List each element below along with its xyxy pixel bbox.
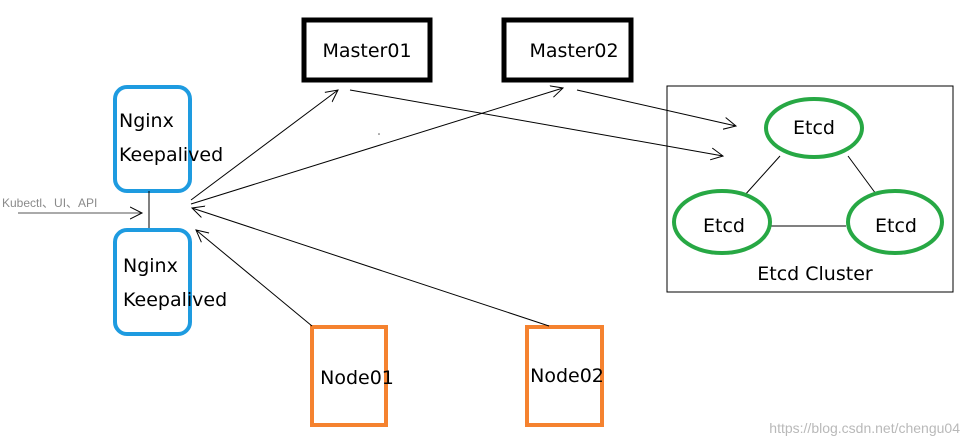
- lb-bottom-box: [113, 228, 192, 336]
- arrow-master01-to-etcd: [349, 89, 723, 156]
- master01-box: [301, 17, 433, 83]
- lb-top-line2: Keepalived: [119, 144, 223, 166]
- node01-label: Node01: [320, 367, 394, 389]
- etcd-node-top: [764, 97, 864, 159]
- lb-top-line1: Nginx: [119, 110, 174, 132]
- etcd-cluster-label: Etcd Cluster: [757, 263, 873, 285]
- lb-bottom-line2: Keepalived: [123, 289, 227, 311]
- arrow-node02-to-lb: [192, 208, 550, 327]
- lb-bottom-line1: Nginx: [123, 255, 178, 277]
- arrow-lb-to-master02: [190, 88, 563, 205]
- watermark-text: https://blog.csdn.net/chengu04: [769, 420, 960, 436]
- lb-top-box: [113, 85, 192, 193]
- entry-label: Kubectl、UI、API: [2, 196, 97, 210]
- master01-label: Master01: [322, 40, 411, 62]
- arrow-master02-to-etcd: [576, 89, 736, 126]
- etcd-top-label: Etcd: [793, 117, 835, 139]
- etcd-left-label: Etcd: [703, 215, 745, 237]
- arrow-lb-to-master01: [190, 90, 338, 201]
- master02-label: Master02: [529, 40, 618, 62]
- etcd-node-right: [846, 189, 944, 255]
- stray-dot: [378, 133, 380, 135]
- etcd-right-label: Etcd: [875, 215, 917, 237]
- node02-box: [525, 325, 604, 427]
- etcd-link-top-right: [847, 155, 877, 195]
- arrow-node01-to-lb: [196, 230, 313, 327]
- etcd-cluster-box: [666, 85, 954, 293]
- master02-box: [501, 17, 634, 83]
- etcd-node-left: [672, 189, 772, 255]
- etcd-link-top-left: [743, 155, 781, 197]
- node01-box: [310, 325, 388, 427]
- node02-label: Node02: [530, 365, 604, 387]
